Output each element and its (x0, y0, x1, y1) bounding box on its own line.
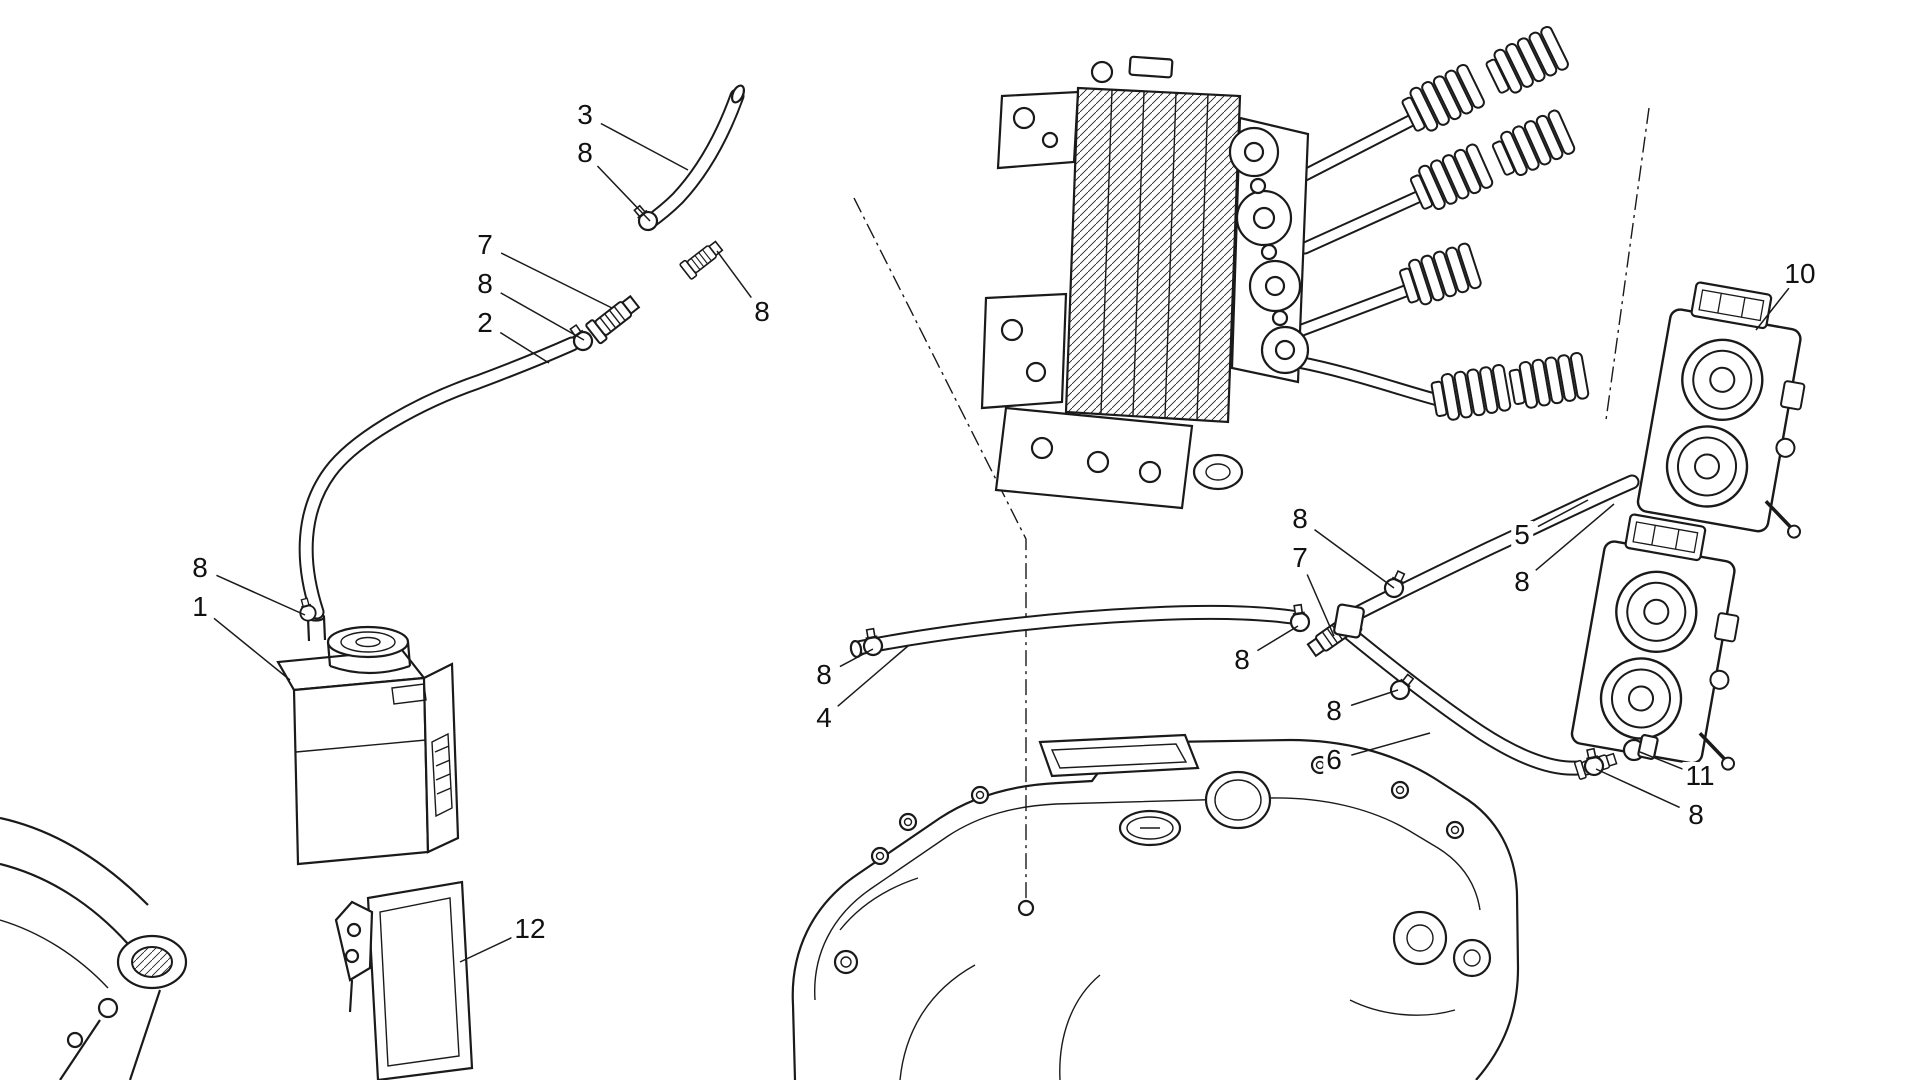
valve-block-bottom (1568, 508, 1776, 773)
hose-3 (640, 84, 746, 231)
callout-10[interactable]: 10 (1781, 260, 1819, 288)
callout-11[interactable]: 11 (1682, 762, 1718, 790)
transmission-housing (791, 733, 1520, 1080)
leader-line (1256, 625, 1299, 652)
callout-8j[interactable]: 8 (1685, 801, 1707, 829)
leader-line (1595, 768, 1680, 809)
control-valve-assembly (980, 24, 1591, 510)
callout-6[interactable]: 6 (1323, 746, 1345, 774)
leader-line (500, 292, 585, 341)
hose-2 (298, 336, 580, 620)
callout-12[interactable]: 12 (511, 915, 549, 943)
callout-7b[interactable]: 7 (1289, 544, 1311, 572)
callout-8e[interactable]: 8 (813, 661, 835, 689)
leader-line (1639, 751, 1684, 771)
centerlines (853, 107, 1650, 917)
callout-3[interactable]: 3 (574, 101, 596, 129)
hose-6 (1340, 624, 1586, 776)
callout-5[interactable]: 5 (1511, 521, 1533, 549)
leader-line (216, 574, 306, 616)
callout-2[interactable]: 2 (474, 309, 496, 337)
callout-8h[interactable]: 8 (1511, 568, 1533, 596)
hose-clamp (1287, 602, 1312, 634)
reservoir-tank (276, 612, 460, 866)
callout-8a[interactable]: 8 (574, 139, 596, 167)
adapter-fitting-8 (678, 237, 726, 281)
hose-4 (849, 604, 1306, 659)
tee-fitting-7 (1303, 603, 1365, 661)
leader-line (1535, 503, 1615, 571)
hose-clamp (629, 201, 662, 235)
bracket-plate-12 (334, 880, 474, 1080)
callout-8b[interactable]: 8 (474, 270, 496, 298)
callout-4[interactable]: 4 (813, 704, 835, 732)
leader-line (1351, 732, 1431, 756)
callout-8d[interactable]: 8 (189, 554, 211, 582)
leader-line (596, 165, 651, 222)
callout-7a[interactable]: 7 (474, 231, 496, 259)
leader-line (499, 331, 550, 364)
leader-line (1314, 529, 1395, 589)
leader-line (213, 617, 291, 681)
callout-8g[interactable]: 8 (1231, 646, 1253, 674)
leader-line (839, 648, 874, 668)
leader-line (716, 250, 752, 298)
leader-line (1306, 574, 1335, 637)
callout-8i[interactable]: 8 (1323, 697, 1345, 725)
valve-block-top (1634, 276, 1842, 541)
fitting-7-upper (584, 291, 644, 345)
leader-line (837, 645, 909, 707)
callout-8c[interactable]: 8 (751, 298, 773, 326)
leader-line (1755, 287, 1790, 331)
leader-line (1537, 499, 1589, 528)
hose-5 (1340, 474, 1640, 626)
leader-line (600, 122, 689, 171)
callout-1[interactable]: 1 (189, 593, 211, 621)
leader-line (1350, 689, 1399, 707)
leader-line (500, 252, 613, 309)
leader-line (459, 935, 515, 963)
callout-8f[interactable]: 8 (1289, 505, 1311, 533)
leader-lines (213, 122, 1790, 963)
axle-housing-corner (0, 816, 188, 1080)
